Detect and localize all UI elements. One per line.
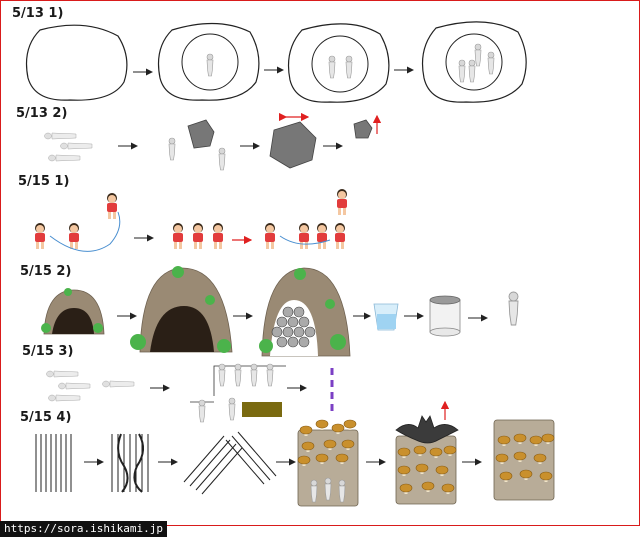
row-6-log-mushroom-sequence [35, 400, 555, 507]
log-with-mushrooms [493, 419, 555, 501]
step-label-5-15-3: 5/15 3) [22, 344, 74, 359]
step-label-5-15-4: 5/15 4) [20, 410, 72, 425]
bat-icon [395, 415, 459, 444]
step-label-5-15-2: 5/15 2) [20, 264, 72, 279]
row-5-lift-sequence [46, 363, 334, 423]
credit-url: https://sora.ishikami.jp [0, 521, 167, 537]
step-label-5-15-1: 5/15 1) [18, 174, 70, 189]
log-with-bat [395, 400, 459, 505]
row-2-rock-sequence [44, 112, 382, 171]
plank [242, 402, 282, 417]
step-label-5-13-2: 5/13 2) [16, 106, 68, 121]
row-1-island-sequence [25, 21, 527, 103]
big-rock [269, 121, 317, 169]
crossed-lines [183, 431, 277, 495]
can-icon [429, 295, 461, 337]
straight-lines [35, 434, 72, 492]
wavy-lines [111, 433, 149, 493]
row-3-children-tug [35, 189, 347, 252]
step-label-5-13-1: 5/13 1) [12, 6, 64, 21]
small-rock [187, 119, 215, 149]
stacked-stones [271, 306, 316, 348]
shrunk-rock [353, 119, 373, 139]
row-4-cave-sequence [41, 266, 519, 357]
process-diagram [25, 21, 555, 507]
log-with-mushrooms-and-people [297, 419, 359, 507]
